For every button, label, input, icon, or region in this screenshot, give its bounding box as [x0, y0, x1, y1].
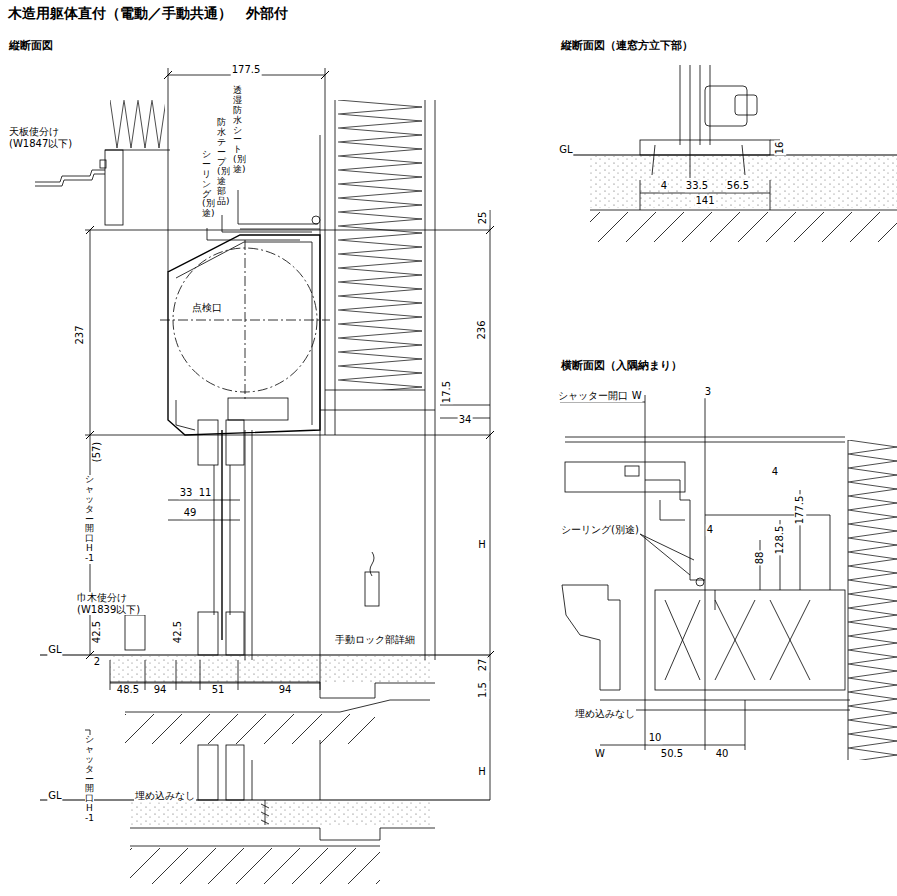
dimension-label: 点検口: [191, 302, 223, 314]
dimension-label: シャッター開口 W: [557, 390, 642, 402]
section-heading: 横断面図（入隅納まり）: [560, 360, 683, 373]
vertical-note: 透湿防水シート(別途): [233, 86, 242, 175]
dimension-label: 94: [153, 684, 168, 696]
dimension-label: H: [477, 766, 487, 778]
dimension-label: シーリング(別途): [560, 524, 640, 536]
dimension-label: 94: [278, 684, 293, 696]
dimension-label: 237: [74, 324, 86, 345]
section-heading: 縦断面図（連窓方立下部）: [560, 40, 694, 53]
drawing-title: 木造用躯体直付（電動／手動共通） 外部付: [8, 5, 288, 23]
dimension-label: 50.5: [660, 748, 684, 760]
dimension-label: 埋め込みなし: [574, 708, 636, 720]
dimension-label: 4: [660, 180, 668, 192]
section-heading: 縦断面図: [8, 40, 54, 53]
dimension-label: 4: [706, 524, 714, 536]
dimension-label: 34: [458, 414, 473, 426]
dimension-label: 17.5: [441, 380, 453, 404]
vertical-note: シーリング(別途): [202, 150, 211, 219]
vertical-note: シャッター開口 H-1: [85, 735, 94, 824]
dimension-label: 49: [183, 507, 198, 519]
dimension-label: 42.5: [91, 620, 103, 644]
dimension-label: 48.5: [116, 684, 140, 696]
dimension-label: (57): [91, 441, 103, 464]
dimension-label: 177.5: [231, 64, 262, 76]
dimension-label: GL: [47, 644, 62, 656]
dimension-label: 42.5: [172, 620, 184, 644]
note-label: 天板使分け (W1847以下): [8, 126, 90, 149]
dimension-label: 88: [754, 551, 766, 566]
dimension-label: 16: [774, 141, 786, 156]
dimension-label: 141: [694, 195, 715, 207]
dimension-label: H: [477, 539, 487, 551]
dimension-label: 56.5: [726, 180, 750, 192]
dimension-label: 2: [93, 656, 101, 668]
dimension-label: 236: [476, 319, 488, 340]
dimension-label: 33.5: [685, 180, 709, 192]
dimension-label: 25: [477, 211, 489, 226]
dimension-label: 1.5: [477, 681, 489, 699]
dimension-label: 4: [771, 466, 779, 478]
dimension-label: 10: [648, 732, 663, 744]
dimension-label: 手動ロック部詳細: [334, 634, 416, 646]
dimension-label: 128.5: [774, 525, 786, 556]
dimension-label: 3: [704, 386, 712, 398]
dimension-label: 40: [715, 748, 730, 760]
dimension-label: 33: [179, 487, 194, 499]
dimension-label: 11: [198, 487, 213, 499]
note-label: 巾木使分け (W1839以下): [76, 592, 160, 615]
dimension-label: 埋め込みなし: [134, 790, 196, 802]
dimension-label: GL: [47, 790, 62, 802]
vertical-note: シャッター開口 H-1: [85, 475, 94, 564]
dimension-label: 177.5: [794, 495, 806, 526]
vertical-note: 防水テープ(別途部品): [217, 118, 226, 207]
dimension-label: GL: [558, 144, 573, 156]
dimension-label: 27: [477, 658, 489, 673]
dimension-label: W: [594, 748, 606, 760]
dimension-label: 51: [211, 684, 226, 696]
